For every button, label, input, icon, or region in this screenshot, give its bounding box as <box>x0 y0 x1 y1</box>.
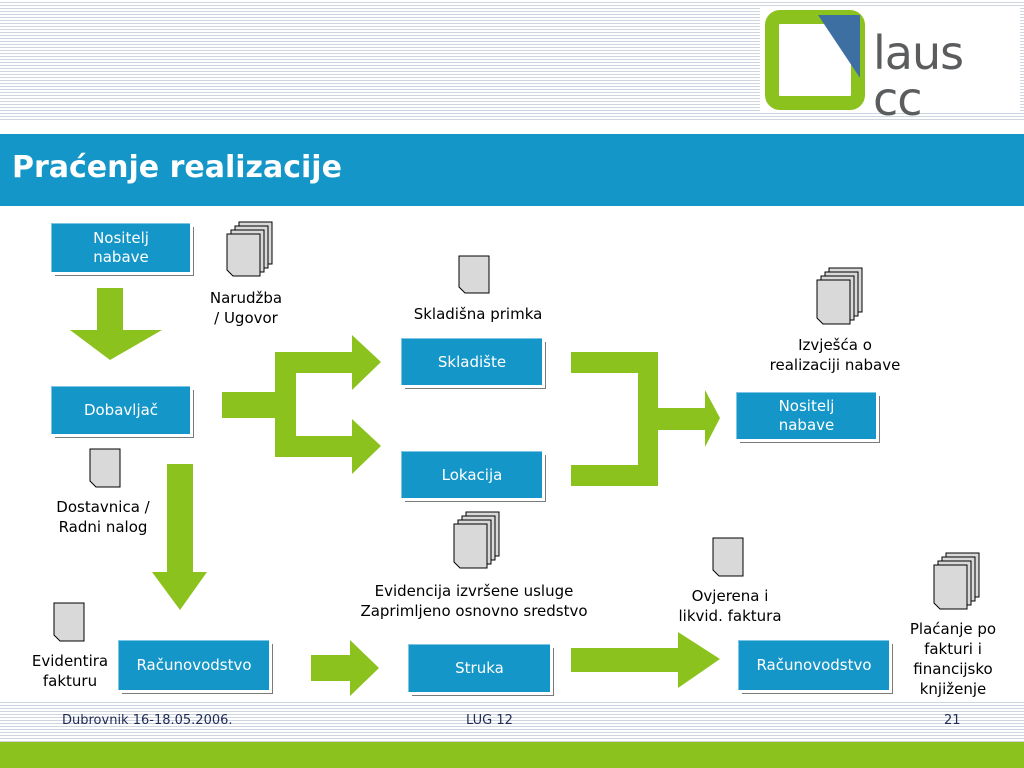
box-racunovodstvo-1-label: Računovodstvo <box>136 656 252 675</box>
label-izvjesca-line1: Izvješća o <box>798 336 872 354</box>
box-skladiste: Skladište <box>401 338 542 385</box>
label-skladisna-primka-text: Skladišna primka <box>413 305 543 323</box>
label-dostavnica-line2: Radni nalog <box>58 518 148 536</box>
footer-location-date: Dubrovnik 16-18.05.2006. <box>62 713 233 728</box>
box-struka: Struka <box>408 644 550 692</box>
box-racunovodstvo-2-label: Računovodstvo <box>756 656 872 675</box>
box-nositelj-nabave-2-line1: Nositelj <box>778 397 835 416</box>
label-dostavnica: Dostavnica / Radni nalog <box>38 497 168 537</box>
label-evidentira-line1: Evidentira <box>31 652 109 670</box>
box-racunovodstvo-1: Računovodstvo <box>118 640 269 690</box>
box-nositelj-nabave-1-line2: nabave <box>93 248 149 266</box>
box-racunovodstvo-2: Računovodstvo <box>738 640 889 690</box>
box-lokacija-label: Lokacija <box>441 465 503 484</box>
label-placanje-line2: fakturi i <box>924 640 982 658</box>
arrow-down-1 <box>70 288 162 360</box>
label-izvjesca-line2: realizaciji nabave <box>769 356 901 374</box>
arrow-right-2 <box>571 632 720 688</box>
arrow-fork-left <box>222 335 381 474</box>
box-skladiste-label: Skladište <box>437 352 507 371</box>
label-evidentira: Evidentira fakturu <box>22 651 118 691</box>
box-dobavljac-label: Dobavljač <box>83 401 159 420</box>
page-title: Praćenje realizacije <box>12 150 342 185</box>
label-ovjerena-line1: Ovjerena i <box>691 587 769 605</box>
label-dostavnica-line1: Dostavnica / <box>56 498 150 516</box>
label-placanje-line3: financijsko <box>913 660 993 678</box>
box-nositelj-nabave-2-line2: nabave <box>778 416 835 434</box>
arrow-down-2 <box>152 464 207 610</box>
footer-stripes <box>0 700 1024 742</box>
arrow-join-right <box>571 352 720 486</box>
label-izvjesca: Izvješća o realizaciji nabave <box>755 335 915 375</box>
label-evidencija: Evidencija izvršene usluge Zaprimljeno o… <box>334 581 614 621</box>
box-lokacija: Lokacija <box>401 451 542 498</box>
footer-page-number: 21 <box>944 713 961 728</box>
label-placanje: Plaćanje po fakturi i financijsko knjiže… <box>896 619 1010 699</box>
box-nositelj-nabave-2: Nositelj nabave <box>736 392 876 439</box>
box-struka-label: Struka <box>455 659 504 678</box>
label-narudzba-line1: Narudžba <box>209 289 283 307</box>
footer-event: LUG 12 <box>466 713 513 728</box>
label-ovjerena-line2: likvid. faktura <box>678 607 782 625</box>
label-placanje-line4: knjiženje <box>919 680 987 698</box>
label-evidencija-line1: Evidencija izvršene usluge <box>374 582 574 600</box>
arrow-right-1 <box>311 640 379 696</box>
box-dobavljac: Dobavljač <box>51 386 190 434</box>
footer-green-strip <box>0 742 1024 768</box>
label-narudzba: Narudžba / Ugovor <box>196 288 296 328</box>
box-nositelj-nabave-1-line1: Nositelj <box>93 229 149 248</box>
label-narudzba-line2: / Ugovor <box>214 309 278 327</box>
label-ovjerena: Ovjerena i likvid. faktura <box>665 586 795 626</box>
title-bar <box>0 134 1024 206</box>
label-evidentira-line2: fakturu <box>42 672 98 690</box>
label-skladisna-primka: Skladišna primka <box>398 304 558 324</box>
box-nositelj-nabave-1: Nositelj nabave <box>51 223 190 272</box>
logo-text: laus cc <box>873 26 964 126</box>
label-placanje-line1: Plaćanje po <box>909 620 997 638</box>
logo <box>760 8 1020 112</box>
label-evidencija-line2: Zaprimljeno osnovno sredstvo <box>360 602 588 620</box>
